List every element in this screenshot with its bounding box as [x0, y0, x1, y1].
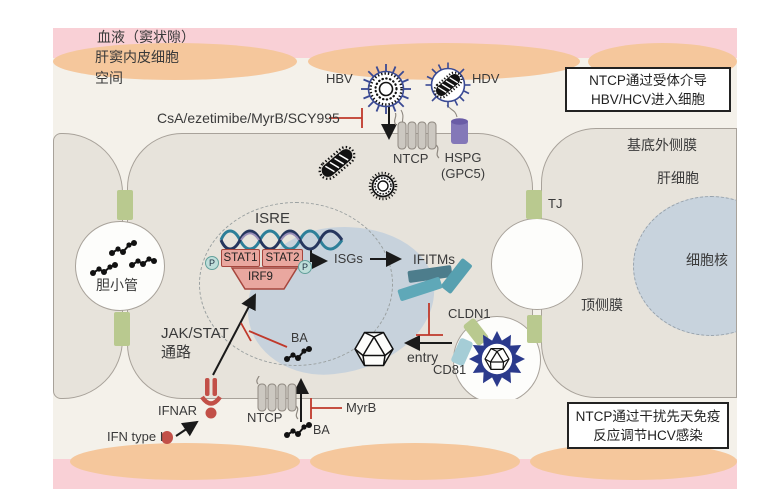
- ba-inside-label: BA: [291, 331, 308, 345]
- irf9-label: IRF9: [248, 271, 273, 283]
- bile-canaliculus-right: [491, 218, 583, 310]
- ifnar-label: IFNAR: [158, 403, 197, 418]
- ifitms-label: IFITMs: [413, 252, 455, 267]
- hspg-label-line1: HSPG: [444, 150, 482, 165]
- jak-stat-label: JAK/STAT 通路: [161, 324, 229, 362]
- hbv-virion-icon: [361, 64, 411, 114]
- ntcp-protein-bottom-icon: [256, 376, 299, 420]
- bile-acid-molecule: [90, 262, 118, 276]
- ntcp-top-label: NTCP: [393, 151, 429, 166]
- tight-junction: [114, 312, 130, 346]
- hdv-virion-icon: [425, 62, 471, 108]
- callout1-line1: NTCP通过受体介导: [589, 72, 707, 88]
- phospho-left: P: [205, 256, 219, 270]
- nucleocapsid-icon: [368, 171, 398, 201]
- csa-inhibitor-label: CsA/ezetimibe/MyrB/SCY995: [157, 110, 340, 126]
- hspg-label-line2: (GPC5): [441, 165, 486, 181]
- hcv-virion-icon: [469, 331, 525, 387]
- hbv-label: HBV: [326, 71, 353, 86]
- cd81-label: CD81: [433, 362, 467, 377]
- basolateral-membrane-label: 基底外侧膜: [627, 137, 697, 153]
- phospho-right: P: [298, 260, 312, 274]
- callout-box-immune: NTCP通过干扰先天免疫 反应调节HCV感染: [567, 402, 729, 449]
- bile-acid-molecule: [284, 422, 312, 438]
- endothelial-label: 肝窦内皮细胞: [95, 49, 179, 65]
- ntcp-bottom-label: NTCP: [247, 410, 283, 425]
- hspg-receptor-icon: [451, 118, 468, 144]
- isgs-label: ISGs: [334, 251, 363, 266]
- stat2-label: STAT2: [265, 252, 300, 264]
- hdv-label: HDV: [472, 71, 500, 86]
- isre-label: ISRE: [255, 210, 291, 227]
- endothelial-cell-ellipse: [310, 443, 520, 480]
- bile-acid-molecule: [129, 256, 157, 268]
- irf9-trapezoid: [230, 267, 299, 290]
- capsid-icosahedron-icon: [354, 331, 394, 367]
- hepatocyte-label: 肝细胞: [657, 170, 699, 186]
- invagination-opening-mask: [455, 399, 539, 406]
- tight-junction: [526, 190, 542, 219]
- callout2-line2: 反应调节HCV感染: [593, 427, 703, 443]
- ifn-molecule: [161, 431, 173, 444]
- myrb-label: MyrB: [346, 400, 377, 415]
- nucleus-outline-dashed: [199, 202, 393, 366]
- space-label: 空间: [95, 70, 123, 86]
- jak-stat-line2: 通路: [161, 344, 192, 361]
- callout1-line2: HBV/HCV进入细胞: [590, 91, 705, 107]
- endothelial-cell-ellipse: [53, 43, 297, 80]
- phospho-right-label: P: [301, 262, 308, 272]
- tight-junction: [117, 190, 133, 220]
- stat1-box: STAT1: [221, 249, 260, 267]
- entry-label: entry: [407, 349, 439, 365]
- hspg-label: HSPG (GPC5): [441, 150, 485, 181]
- ntcp-protein-top-icon: [393, 113, 440, 159]
- ifn-label: IFN type I: [107, 429, 164, 444]
- tight-junction: [527, 315, 542, 343]
- nucleus-label: 细胞核: [686, 252, 728, 268]
- hepatocyte-right: [541, 128, 737, 398]
- bile-acid-molecule: [109, 240, 137, 256]
- endothelial-cell-ellipse: [530, 443, 737, 480]
- cldn1-label: CLDN1: [448, 306, 491, 321]
- stat1-label: STAT1: [223, 252, 258, 264]
- blood-label: 血液（窦状隙）: [97, 29, 195, 45]
- bile-canaliculus-label: 胆小管: [96, 277, 138, 293]
- hbv-filament-icon: [318, 145, 356, 181]
- callout-box-entry: NTCP通过受体介导 HBV/HCV进入细胞: [565, 67, 731, 112]
- jak-stat-line1: JAK/STAT: [161, 325, 229, 342]
- endothelial-cell-ellipse: [70, 443, 300, 480]
- tj-label: TJ: [548, 196, 563, 211]
- ifnar-receptor-icon: [200, 378, 222, 419]
- apical-membrane-label: 顶侧膜: [581, 297, 623, 313]
- ba-outside-label: BA: [313, 423, 330, 437]
- isre-dna-helix-icon: [219, 229, 344, 251]
- bile-acid-molecule: [284, 346, 312, 362]
- callout2-line1: NTCP通过干扰先天免疫: [575, 408, 721, 424]
- bile-canaliculus-left: [75, 221, 165, 311]
- phospho-left-label: P: [208, 258, 215, 268]
- stat2-box: STAT2: [262, 249, 303, 267]
